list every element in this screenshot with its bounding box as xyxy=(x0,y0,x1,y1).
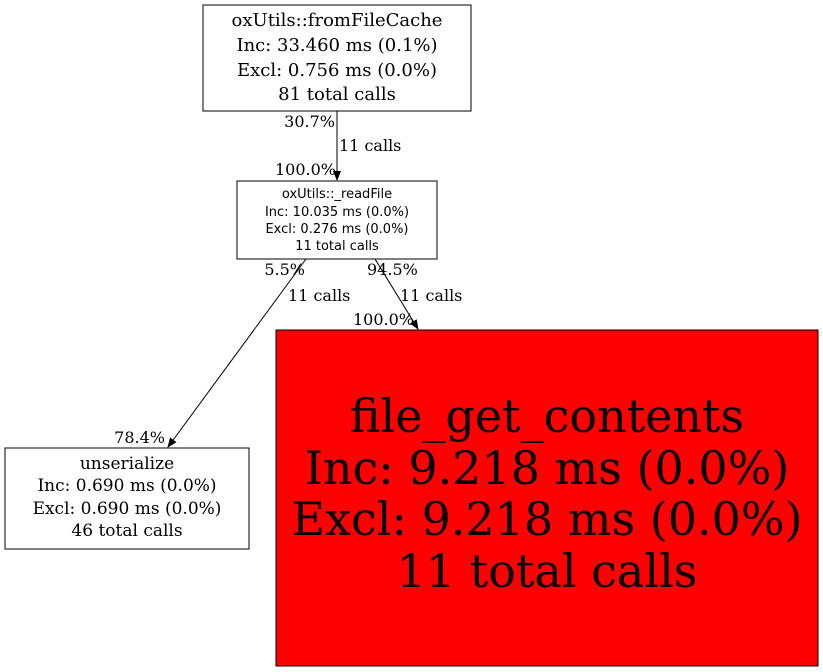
node-calls: 81 total calls xyxy=(278,84,396,105)
node-box xyxy=(202,4,472,112)
node-box xyxy=(4,447,250,550)
node-calls: 46 total calls xyxy=(71,521,182,541)
edge-calls-label: 11 calls xyxy=(400,286,462,305)
node-readFile[interactable]: oxUtils::_readFile Inc: 10.035 ms (0.0%)… xyxy=(236,180,438,260)
node-excl: Excl: 0.756 ms (0.0%) xyxy=(237,60,437,81)
node-name: oxUtils::_readFile xyxy=(282,187,392,202)
node-calls: 11 total calls xyxy=(397,544,698,598)
node-inc: Inc: 10.035 ms (0.0%) xyxy=(265,205,409,220)
node-box xyxy=(236,180,438,260)
edge-tail-label: 5.5% xyxy=(264,260,305,279)
edge-fromFileCache-to-readFile[interactable]: 30.7% 11 calls 100.0% xyxy=(275,111,401,181)
edge-readFile-to-unserialize[interactable]: 5.5% 11 calls 78.4% xyxy=(114,258,350,448)
edge-line xyxy=(167,258,307,448)
node-fromFileCache[interactable]: oxUtils::fromFileCache Inc: 33.460 ms (0… xyxy=(202,4,472,112)
edge-readFile-to-file_get_contents[interactable]: 94.5% 11 calls 100.0% xyxy=(353,258,462,330)
node-inc: Inc: 33.460 ms (0.1%) xyxy=(236,35,437,56)
node-inc: Inc: 9.218 ms (0.0%) xyxy=(305,441,790,495)
edge-calls-label: 11 calls xyxy=(339,136,401,155)
node-file_get_contents[interactable]: file_get_contents Inc: 9.218 ms (0.0%) E… xyxy=(275,329,819,667)
edge-tail-label: 30.7% xyxy=(284,112,335,131)
edge-line xyxy=(374,258,419,330)
node-box xyxy=(275,329,819,667)
node-unserialize[interactable]: unserialize Inc: 0.690 ms (0.0%) Excl: 0… xyxy=(4,447,250,550)
edge-tail-label: 94.5% xyxy=(367,260,418,279)
edge-head-label: 100.0% xyxy=(353,310,414,329)
node-inc: Inc: 0.690 ms (0.0%) xyxy=(37,476,216,496)
node-name: file_get_contents xyxy=(350,389,744,443)
edge-head-label: 78.4% xyxy=(114,428,165,447)
node-excl: Excl: 0.690 ms (0.0%) xyxy=(33,499,222,519)
node-excl: Excl: 0.276 ms (0.0%) xyxy=(265,222,408,237)
edge-calls-label: 11 calls xyxy=(288,286,350,305)
node-excl: Excl: 9.218 ms (0.0%) xyxy=(291,492,802,546)
node-name: oxUtils::fromFileCache xyxy=(232,10,443,31)
node-name: unserialize xyxy=(80,454,174,474)
edge-head-label: 100.0% xyxy=(275,160,336,179)
node-calls: 11 total calls xyxy=(295,239,379,254)
